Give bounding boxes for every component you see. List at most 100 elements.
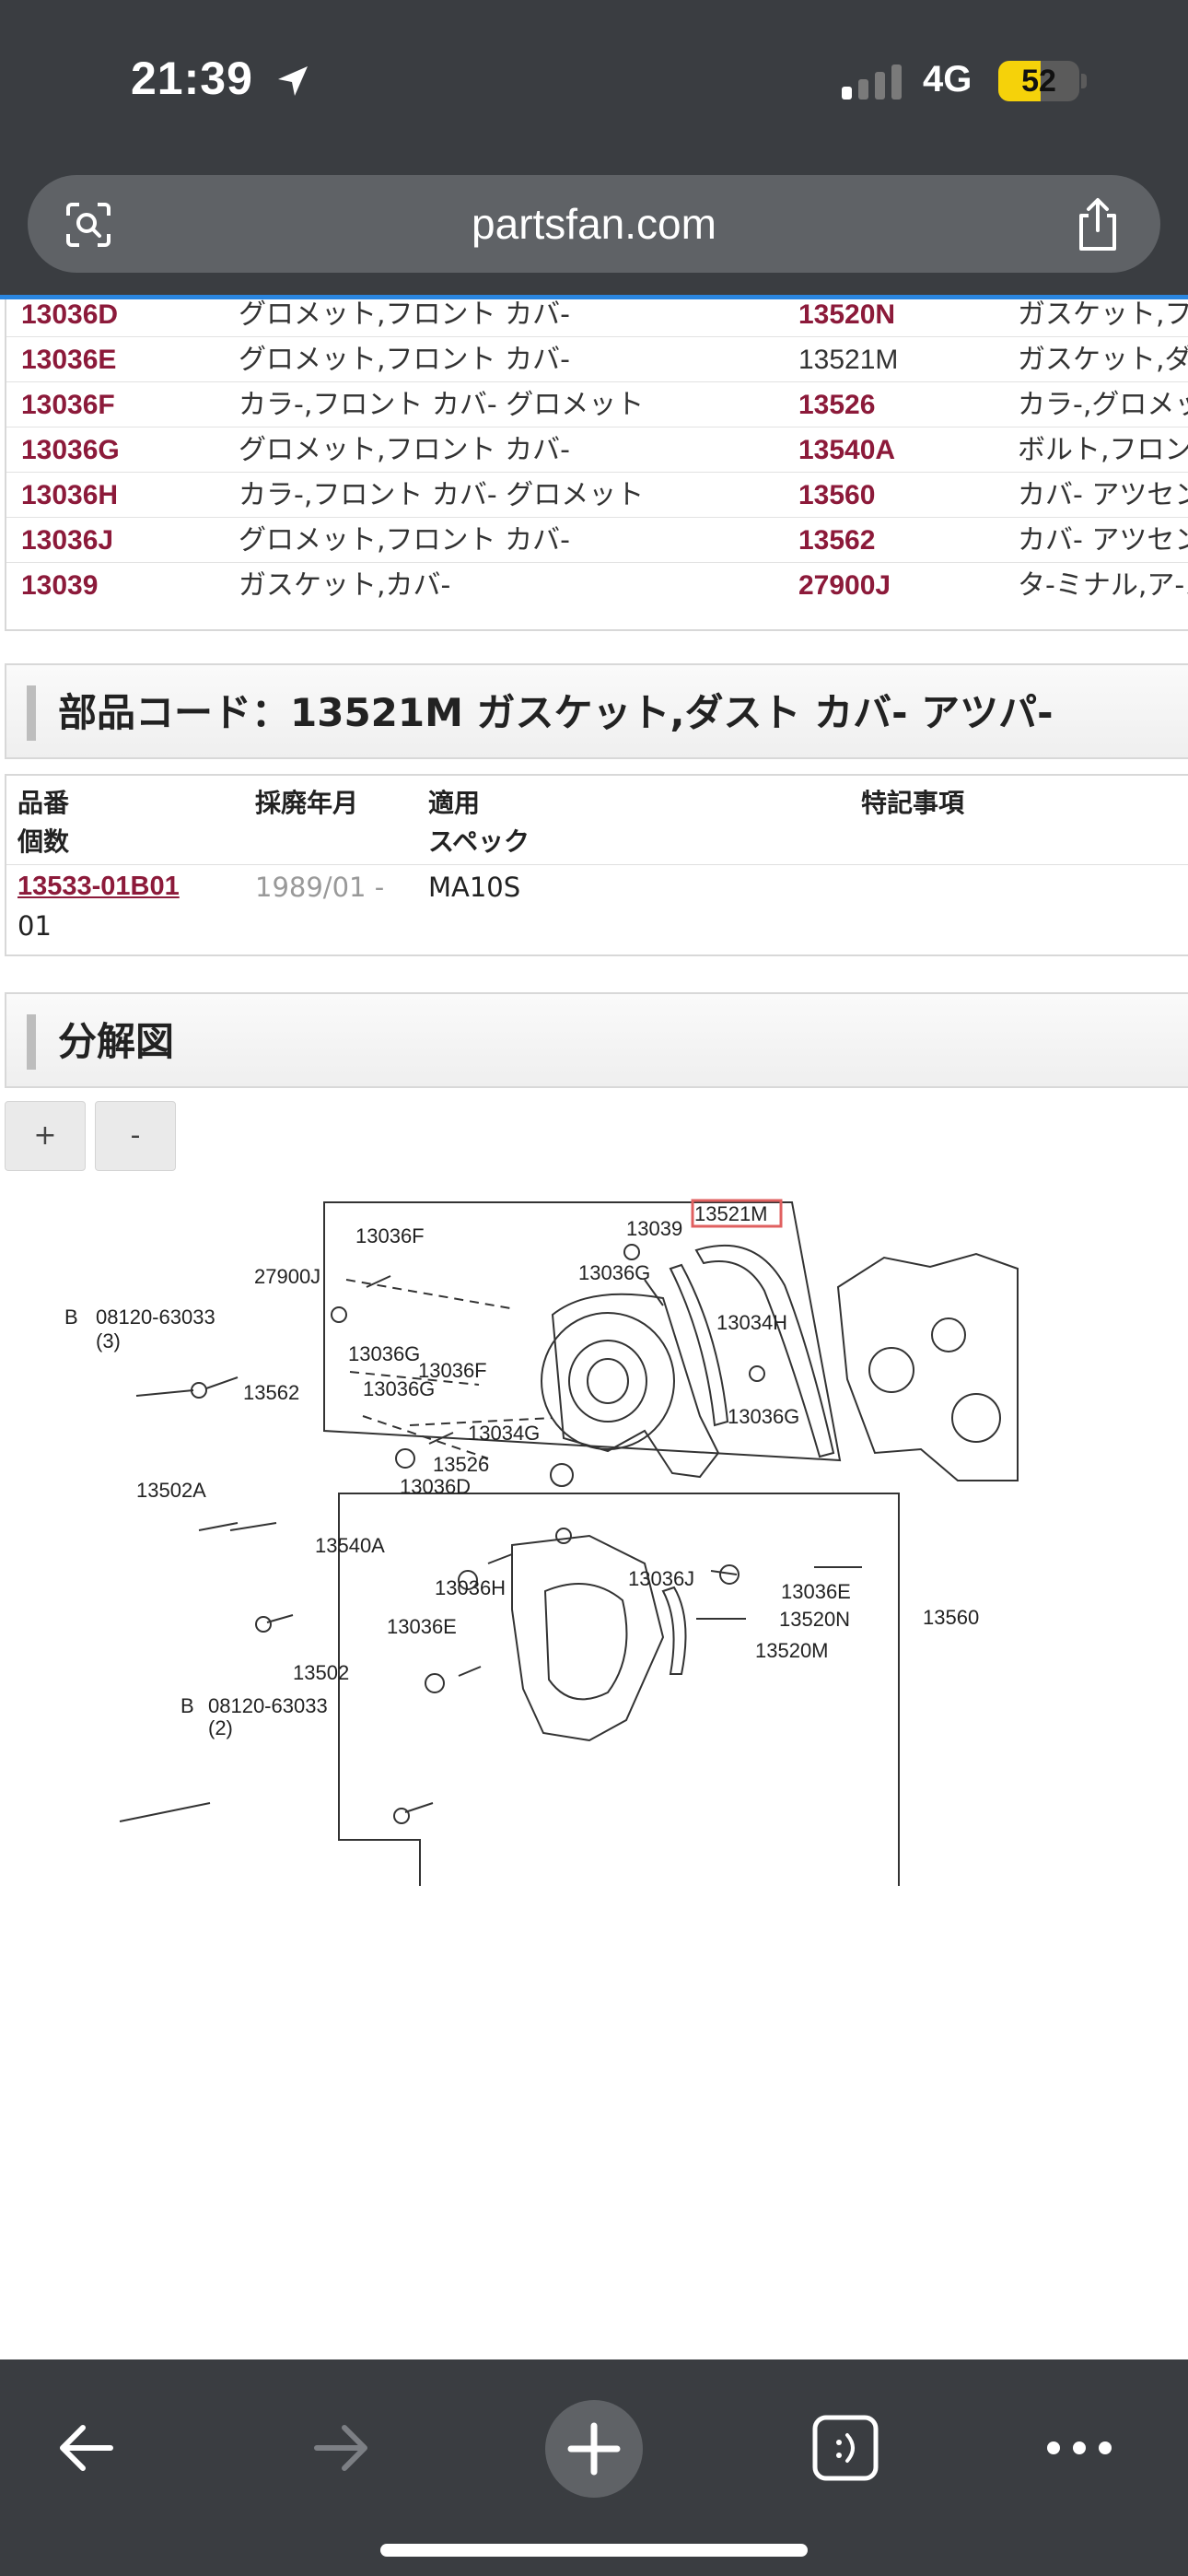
part-name: ガスケット,カバ- [239, 569, 451, 602]
callout-13502[interactable]: 13502 [293, 1661, 349, 1684]
part-code-current: 13521M [798, 345, 899, 375]
page-content: 13036D グロメット,フロント カバ- 13520N ガスケット,フロ 13… [0, 299, 1188, 2359]
callout-13039[interactable]: 13039 [626, 1217, 682, 1240]
more-menu-icon[interactable] [1046, 2437, 1112, 2459]
zoom-out-button[interactable]: - [95, 1101, 176, 1171]
url-text[interactable]: partsfan.com [472, 200, 716, 248]
callout-qty-3: (3) [96, 1329, 121, 1352]
table-row: 13036H カラ-,フロント カバ- グロメット 13560 カバ- アツセン [6, 473, 1188, 518]
callout-13034H[interactable]: 13034H [716, 1311, 787, 1334]
part-code-link[interactable]: 13039 [21, 570, 99, 601]
part-code-link[interactable]: 13036J [21, 525, 114, 556]
callout-13560[interactable]: 13560 [923, 1606, 979, 1629]
callout-13520M[interactable]: 13520M [755, 1639, 829, 1662]
part-code-link[interactable]: 13036F [21, 390, 115, 420]
callout-13036F[interactable]: 13036F [355, 1224, 425, 1247]
forward-arrow-icon[interactable] [308, 2415, 374, 2481]
network-type: 4G [923, 59, 973, 100]
browser-top-bar: 21:39 4G 52 partsfan.com [0, 0, 1188, 299]
col-header-applicable: 適用 [428, 788, 481, 818]
callout-13036G[interactable]: 13036G [728, 1405, 799, 1428]
spec-value: MA10S [428, 872, 521, 903]
spec-table: 品番 個数 採廃年月 適用 スペック 特記事項 13533-01B01 01 1… [5, 774, 1188, 956]
callout-13036E[interactable]: 13036E [781, 1580, 851, 1603]
callout-bolt-circle-b[interactable]: B [181, 1694, 194, 1717]
callout-13036E[interactable]: 13036E [387, 1615, 457, 1638]
callout-08120-63033[interactable]: 08120-63033 [96, 1306, 215, 1329]
part-name: グロメット,フロント カバ- [239, 524, 570, 556]
tab-switcher-icon[interactable] [812, 2415, 879, 2481]
callout-qty-2: (2) [208, 1716, 233, 1739]
battery-fill [998, 61, 1041, 101]
part-code-link[interactable]: 13036E [21, 345, 117, 375]
home-indicator [380, 2544, 808, 2557]
part-code-link[interactable]: 13036G [21, 435, 120, 465]
callout-13540A[interactable]: 13540A [315, 1534, 385, 1557]
battery-level: 52 [1021, 64, 1056, 99]
callout-08120-63033[interactable]: 08120-63033 [208, 1694, 328, 1717]
zoom-in-button[interactable]: + [5, 1101, 86, 1171]
browser-bottom-toolbar [0, 2359, 1188, 2576]
callout-13036G[interactable]: 13036G [348, 1342, 420, 1365]
callout-13502A[interactable]: 13502A [136, 1479, 206, 1502]
part-name: ガスケット,フロ [1018, 299, 1188, 331]
part-code-header: 部品コード：13521M ガスケット,ダスト カバ- アツパ- [5, 663, 1188, 759]
table-row: 13036D グロメット,フロント カバ- 13520N ガスケット,フロ [6, 299, 1188, 337]
part-name: タ-ミナル,ア-ス [1018, 569, 1188, 602]
col-header-notes: 特記事項 [861, 788, 965, 818]
callout-13036D[interactable]: 13036D [400, 1475, 471, 1498]
part-name: カラ-,フロント カバ- グロメット [239, 389, 645, 421]
callout-13520N[interactable]: 13520N [779, 1608, 850, 1631]
col-header-part-number: 品番 [17, 788, 70, 818]
cellular-signal-icon [842, 64, 902, 100]
page-lens-icon[interactable] [61, 197, 116, 252]
callout-13034G[interactable]: 13034G [468, 1422, 540, 1445]
new-tab-plus-icon[interactable] [545, 2400, 643, 2498]
callout-13562[interactable]: 13562 [243, 1381, 299, 1404]
part-code-link[interactable]: 13036H [21, 480, 119, 510]
part-name: カラ-,フロント カバ- グロメット [239, 479, 645, 511]
diagram-header: 分解図 [5, 992, 1188, 1088]
location-arrow-icon [278, 66, 308, 96]
part-name: グロメット,フロント カバ- [239, 434, 570, 466]
callout-13521M[interactable]: 13521M [694, 1202, 768, 1225]
back-arrow-icon[interactable] [53, 2415, 120, 2481]
part-code-link[interactable]: 27900J [798, 570, 891, 601]
divider [6, 864, 1188, 865]
diagram-title: 分解図 [58, 1019, 175, 1064]
part-number-link[interactable]: 13533-01B01 [17, 872, 180, 901]
battery-nub [1081, 74, 1087, 88]
callout-27900J[interactable]: 27900J [254, 1265, 320, 1288]
header-accent-bar [27, 685, 36, 741]
callout-13036G[interactable]: 13036G [363, 1377, 435, 1400]
callout-13036J[interactable]: 13036J [628, 1567, 694, 1590]
address-bar[interactable]: partsfan.com [28, 175, 1160, 273]
callout-13526[interactable]: 13526 [433, 1453, 489, 1476]
part-name: ガスケット,ダス [1018, 344, 1188, 376]
callout-13036G[interactable]: 13036G [578, 1261, 650, 1284]
share-icon[interactable] [1070, 195, 1125, 252]
callout-13036F[interactable]: 13036F [418, 1359, 487, 1382]
period-value: 1989/01 - [255, 872, 385, 903]
table-row: 13036G グロメット,フロント カバ- 13540A ボルト,フロント [6, 427, 1188, 473]
table-row: 13036F カラ-,フロント カバ- グロメット 13526 カラ-,グロメッ [6, 382, 1188, 427]
part-code-link[interactable]: 13560 [798, 480, 876, 510]
callout-bolt-circle-b[interactable]: B [64, 1306, 78, 1329]
callout-13036H[interactable]: 13036H [435, 1576, 506, 1599]
part-code-link[interactable]: 13036D [21, 299, 119, 330]
part-code-link[interactable]: 13520N [798, 299, 896, 330]
table-row: 13036E グロメット,フロント カバ- 13521M ガスケット,ダス [6, 337, 1188, 382]
page-load-progress [0, 295, 1188, 299]
status-time: 21:39 [131, 53, 253, 104]
battery-icon: 52 [998, 61, 1079, 101]
quantity-value: 01 [17, 910, 52, 942]
selected-part-highlight [691, 1199, 783, 1228]
parts-list-table: 13036D グロメット,フロント カバ- 13520N ガスケット,フロ 13… [5, 299, 1188, 631]
header-accent-bar [27, 1014, 36, 1070]
exploded-parts-diagram: 13521M 13039 13036F 27900J 13036G B 0812… [64, 1199, 1019, 1886]
table-row: 13036J グロメット,フロント カバ- 13562 カバ- アツセン [6, 518, 1188, 563]
part-code-link[interactable]: 13526 [798, 390, 876, 420]
part-code-link[interactable]: 13540A [798, 435, 896, 465]
part-name: カバ- アツセン [1018, 524, 1188, 556]
part-code-link[interactable]: 13562 [798, 525, 876, 556]
